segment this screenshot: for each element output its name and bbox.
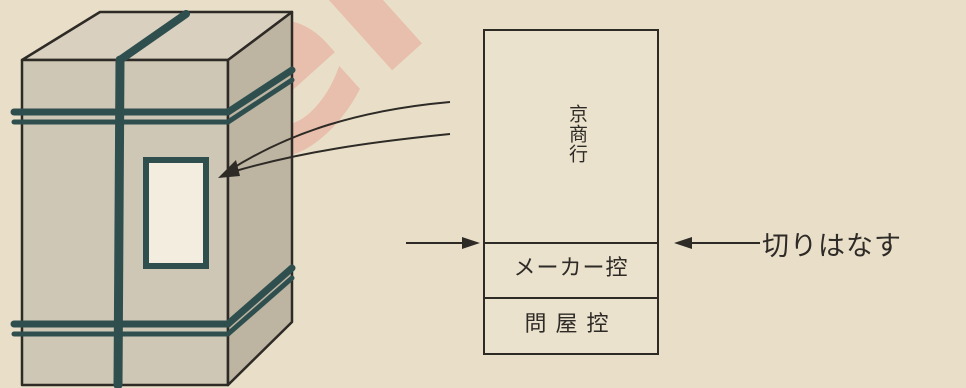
strap-lower-band-side bbox=[224, 264, 296, 328]
tag-wholesaler-copy-label: 問屋控 bbox=[524, 312, 618, 337]
cut-arrow-right-head bbox=[674, 237, 692, 249]
strap-lower-band-side-b bbox=[225, 275, 295, 337]
pointer-arrowhead bbox=[218, 160, 240, 178]
box-label-window bbox=[143, 157, 209, 269]
pointer-curve-upper bbox=[229, 101, 451, 171]
strap-upper-band-side-b bbox=[225, 77, 295, 125]
cut-arrow-left-head bbox=[462, 237, 480, 249]
tag-outline bbox=[483, 29, 659, 355]
strap-top-cross bbox=[116, 10, 190, 64]
strap-upper-band-side bbox=[224, 66, 296, 116]
box-side-face bbox=[226, 10, 294, 387]
package-box bbox=[20, 10, 294, 387]
tag-main-label: 京商行 bbox=[566, 104, 588, 164]
tag-maker-copy-label: メーカー控 bbox=[513, 256, 629, 281]
package-straps bbox=[10, 10, 296, 388]
pointer-curve-lower bbox=[231, 133, 451, 173]
shipping-tag bbox=[483, 29, 659, 355]
cut-off-annotation: 切りはなす bbox=[762, 231, 902, 262]
cut-arrows bbox=[406, 237, 760, 249]
pointer-arrows bbox=[218, 101, 451, 178]
